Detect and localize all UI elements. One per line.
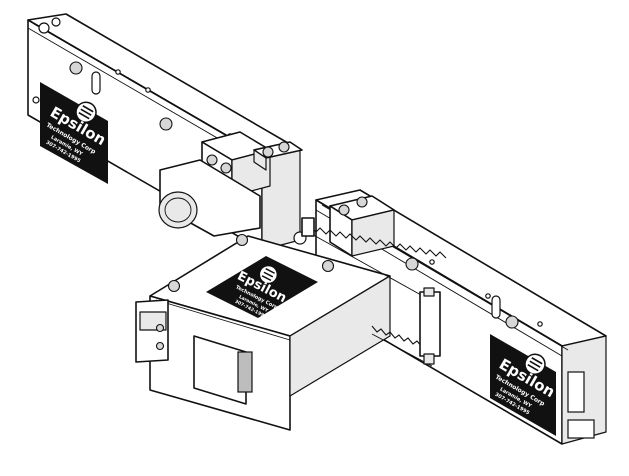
screw-icon: [405, 257, 419, 271]
screw-icon: [235, 233, 249, 247]
screw-icon: [262, 146, 274, 158]
rail-side-hole: [32, 96, 40, 104]
screw-icon: [69, 61, 83, 75]
rail-end-slot: [567, 371, 585, 413]
screw-icon: [220, 162, 232, 174]
screw-icon: [505, 315, 519, 329]
rail-slot: [91, 71, 101, 95]
screw-icon: [338, 204, 350, 216]
left-rail: Epsilon Technology Corp Laramie, WY 307-…: [27, 13, 301, 251]
center-body: Epsilon Technology Corp Laramie, WY 307-…: [135, 231, 391, 431]
screw-icon: [356, 196, 368, 208]
screw-icon: [206, 154, 218, 166]
screw-icon: [159, 117, 173, 131]
rail-end-hole: [51, 17, 61, 27]
rail-end-hole: [38, 22, 50, 34]
label-plate-center: Epsilon Technology Corp Laramie, WY 307-…: [206, 256, 318, 320]
screw-icon: [278, 141, 290, 153]
adjustment-knob: [158, 159, 261, 237]
screw-icon: [321, 259, 335, 273]
upper-spring: [307, 225, 447, 301]
rail-end-slot: [567, 419, 595, 439]
screw-icon: [167, 279, 181, 293]
lower-clamp-block: [329, 195, 395, 257]
spring-post: [419, 287, 441, 365]
spring-post: [301, 217, 315, 237]
